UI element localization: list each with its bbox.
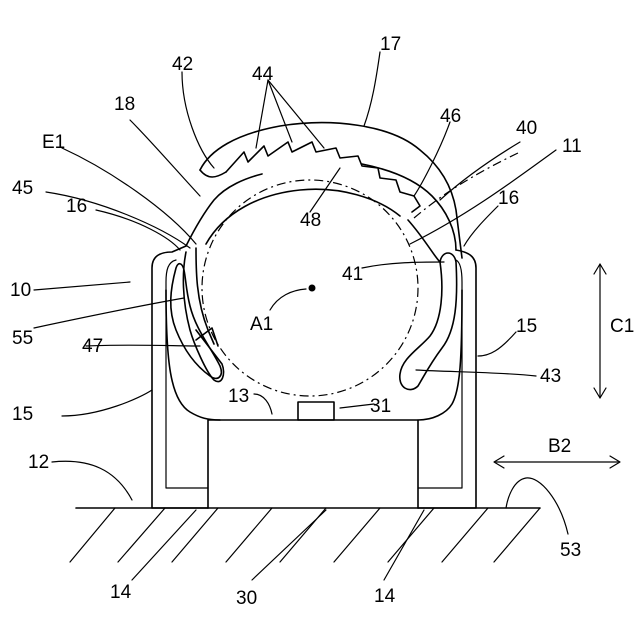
label-44: 44	[252, 64, 274, 85]
leader-lines	[34, 52, 568, 580]
center-point	[270, 285, 316, 311]
ground-surface	[70, 508, 540, 562]
label-17: 17	[380, 34, 401, 55]
label-C1: C1	[610, 316, 634, 337]
label-41: 41	[342, 264, 363, 285]
label-10: 10	[10, 280, 31, 301]
label-E1: E1	[42, 132, 65, 153]
label-53: 53	[560, 540, 581, 561]
label-55: 55	[12, 328, 33, 349]
label-46: 46	[440, 106, 461, 127]
label-31: 31	[370, 396, 391, 417]
base-member	[208, 402, 418, 508]
label-A1: A1	[250, 314, 273, 335]
label-13: 13	[228, 386, 249, 407]
label-48: 48	[300, 210, 321, 231]
label-12: 12	[28, 452, 49, 473]
label-18: 18	[114, 94, 135, 115]
reference-labels: 42 44 17 18 46 40 E1 11 45 16 16 48 41 1…	[10, 34, 634, 609]
label-16-left: 16	[66, 196, 87, 217]
label-15-left: 15	[12, 404, 33, 425]
label-16-right: 16	[498, 188, 519, 209]
label-14-left: 14	[110, 582, 132, 603]
label-14-right: 14	[374, 586, 396, 607]
label-47: 47	[82, 336, 103, 357]
label-45: 45	[12, 178, 33, 199]
label-42: 42	[172, 54, 193, 75]
label-40: 40	[516, 118, 537, 139]
label-11: 11	[562, 136, 582, 157]
label-43: 43	[540, 366, 561, 387]
label-30: 30	[236, 588, 257, 609]
label-B2: B2	[548, 436, 571, 457]
label-15-right: 15	[516, 316, 537, 337]
